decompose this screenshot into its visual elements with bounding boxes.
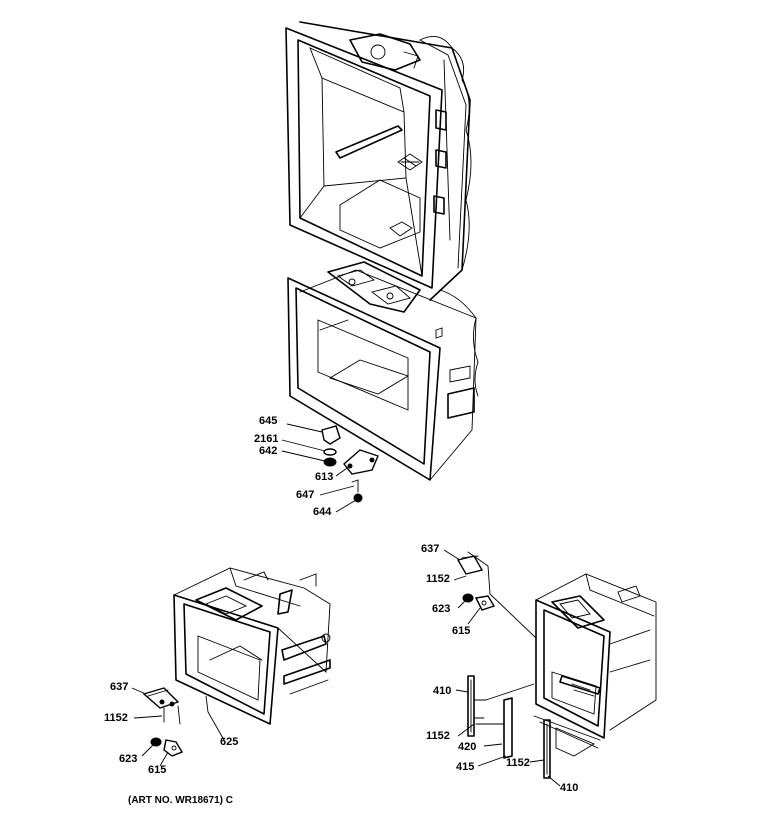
callout-left-615: 615 (148, 764, 167, 776)
callout-right-1152-mid: 1152 (426, 730, 450, 742)
callout-642: 642 (259, 445, 278, 457)
callout-right-1152-top: 1152 (426, 573, 450, 585)
callout-right-1152-bottom: 1152 (506, 757, 530, 769)
callout-left-1152: 1152 (104, 712, 128, 724)
callout-right-410-left: 410 (433, 685, 452, 697)
left-drawer-assembly (131, 567, 331, 767)
drawer-slide-parts-top (281, 423, 379, 513)
callout-right-410-bottom: 410 (560, 782, 579, 794)
callout-left-637: 637 (110, 681, 129, 693)
callout-2161: 2161 (254, 433, 279, 445)
callout-644: 644 (313, 506, 332, 518)
callout-645: 645 (259, 415, 278, 427)
callout-right-637: 637 (421, 543, 440, 555)
upper-cabinet-liner (285, 21, 472, 301)
callout-left-625: 625 (220, 736, 239, 748)
callout-left-623: 623 (119, 753, 138, 765)
callout-right-615: 615 (452, 625, 471, 637)
callout-right-420: 420 (458, 741, 477, 753)
callout-right-623: 623 (432, 603, 451, 615)
callout-613: 613 (315, 471, 334, 483)
right-drawer-assembly (443, 549, 657, 787)
callout-right-415: 415 (456, 761, 475, 773)
lower-drawer-housing (287, 261, 479, 481)
art-number: (ART NO. WR18671) C (128, 795, 234, 806)
callout-647: 647 (296, 489, 315, 501)
